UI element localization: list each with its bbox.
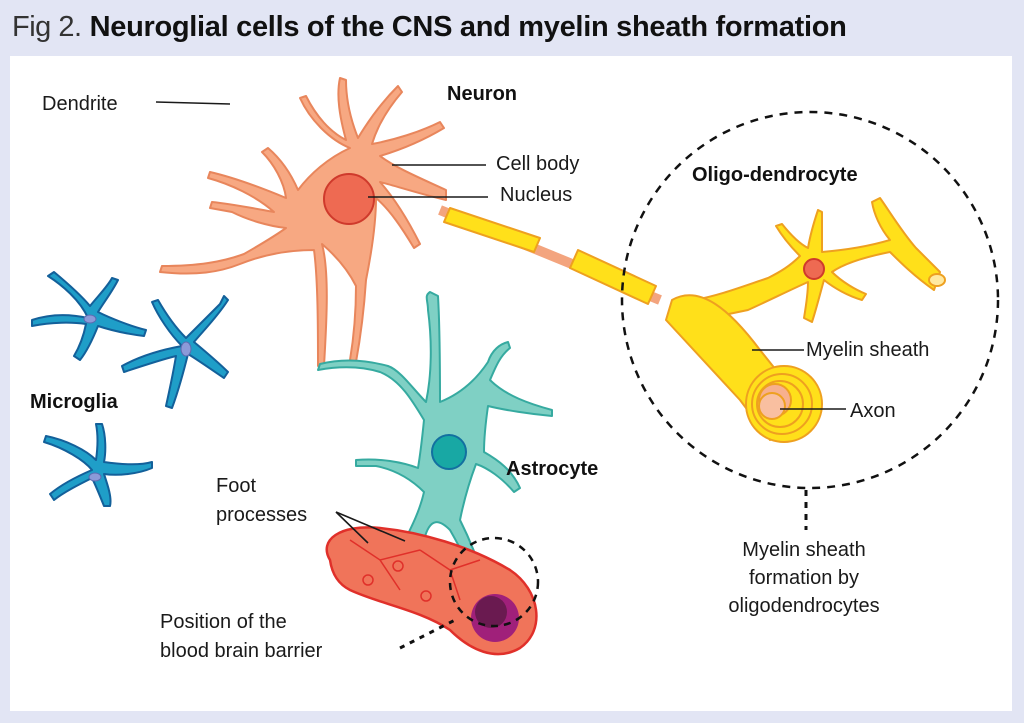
oligodendrocyte-nucleus [803,258,825,280]
label-myelin-sheath: Myelin sheath [806,339,929,361]
label-formation-3: oligodendrocytes [728,595,879,617]
label-foot-processes-1: Foot [216,475,256,497]
oligodendrocyte-cell [665,197,946,443]
microglia-cell-2 [121,295,229,409]
astrocyte-nucleus [431,434,467,470]
neuron-cell [159,77,447,367]
microglia-cell-3 [43,423,153,507]
figure-title: Fig 2. Neuroglial cells of the CNS and m… [12,2,847,52]
label-neuron: Neuron [447,83,517,105]
label-formation-1: Myelin sheath [742,539,865,561]
figure-heading: Neuroglial cells of the CNS and myelin s… [89,11,847,43]
label-bbb-1: Position of the [160,611,287,633]
label-foot-processes-2: processes [216,504,307,526]
microglia-cell-1 [31,271,147,361]
label-oligodendrocyte: Oligo-dendrocyte [692,164,858,186]
bbb-highlight-circle [448,536,540,628]
oligodendrocyte-highlight-circle [620,110,1000,490]
neuron-nucleus [323,173,375,225]
blood-vessel [325,526,538,656]
label-cell-body: Cell body [496,153,579,175]
figure-number: Fig 2. [12,11,82,43]
label-formation-2: formation by [749,567,859,589]
label-dendrite: Dendrite [42,93,118,115]
label-nucleus: Nucleus [500,184,572,206]
label-astrocyte: Astrocyte [506,458,598,480]
label-microglia: Microglia [30,391,119,413]
label-axon: Axon [850,400,896,422]
leader-lines [155,101,846,544]
label-bbb-2: blood brain barrier [160,640,323,662]
